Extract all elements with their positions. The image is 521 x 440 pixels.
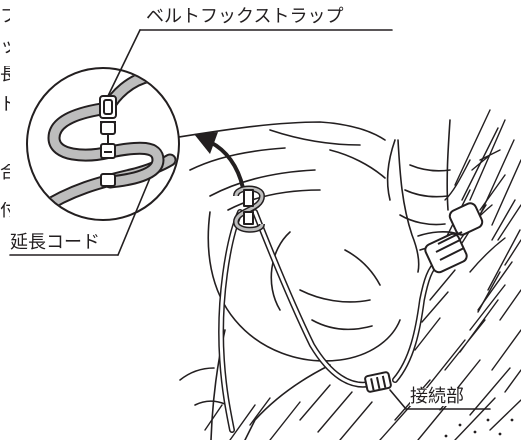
curved-arrow-icon: [194, 132, 245, 190]
extension-cord-on-body: [218, 209, 441, 433]
connector-plug: [364, 371, 392, 393]
clipped-text-fragment: 付: [0, 202, 10, 220]
clipped-text-fragment: 合: [0, 164, 10, 182]
belt-hook-on-body: [233, 185, 265, 233]
clipped-text-fragment: ッ: [0, 38, 10, 56]
grass-field: [204, 109, 521, 440]
connection-part-label: 接続部: [410, 386, 464, 407]
belt-hook-strap-label: ベルトフックストラップ: [146, 6, 344, 27]
extension-cord-label: 延長コード: [10, 232, 100, 253]
belt-hook-strap-clips: [99, 95, 117, 187]
leader-lines: [9, 29, 491, 410]
ankle-device: [424, 202, 484, 274]
clipped-text-fragment: ド: [0, 96, 10, 114]
clipped-text-fragment: フ: [0, 8, 10, 26]
clipped-text-fragment: 長: [0, 66, 10, 84]
magnified-detail-circle: [26, 67, 180, 221]
grass-dots: [444, 418, 514, 438]
